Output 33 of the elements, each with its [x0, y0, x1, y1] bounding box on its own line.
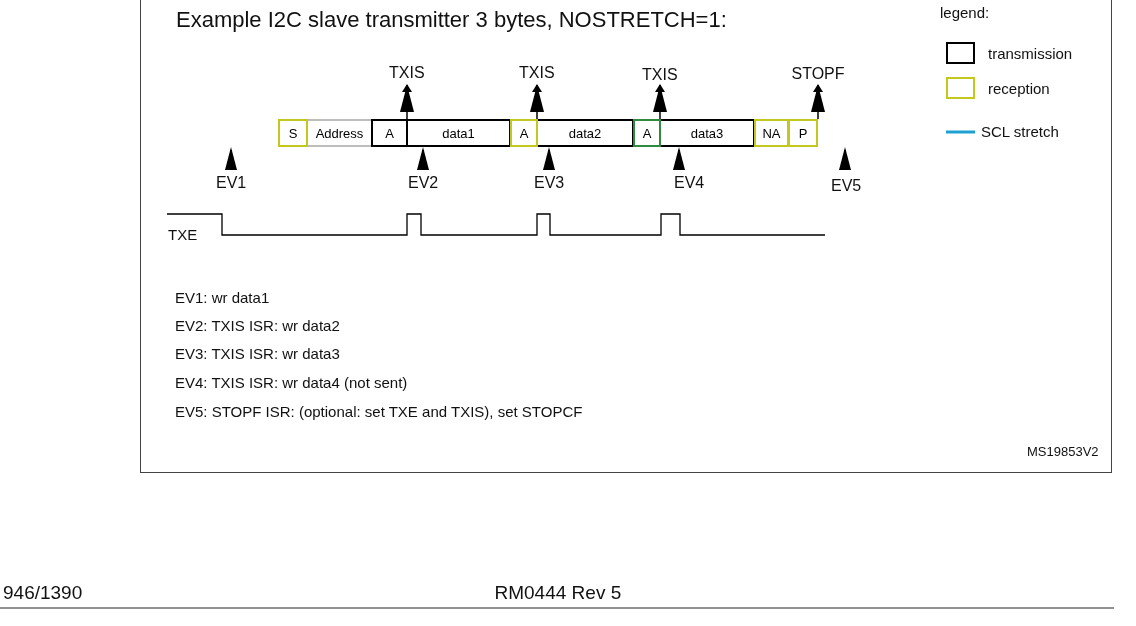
event-label: EV5 — [831, 177, 862, 195]
frame-field: S — [278, 119, 308, 147]
flag-label: TXIS — [389, 64, 425, 82]
frame-field: A — [510, 119, 538, 147]
note: EV2: TXIS ISR: wr data2 — [175, 316, 340, 334]
frame-field: A — [633, 119, 661, 147]
legend-label: reception — [988, 79, 1050, 97]
page-number: 946/1390 — [3, 582, 83, 604]
frame-field: data2 — [536, 119, 634, 147]
note: EV1: wr data1 — [175, 288, 270, 306]
figure-id: MS19853V2 — [1027, 443, 1099, 459]
document-id: RM0444 Rev 5 — [494, 582, 622, 604]
flag-label: STOPF — [791, 65, 845, 83]
note: EV5: STOPF ISR: (optional: set TXE and TXIS), set STOPCF — [175, 402, 583, 420]
legend-heading: legend: — [940, 3, 990, 21]
signal-name: TXE — [168, 225, 198, 243]
figure-title: Example I2C slave transmitter 3 bytes, NOSTRETCH=1: — [176, 7, 727, 33]
event-label: EV4 — [674, 174, 705, 192]
frame-field: Address — [306, 119, 373, 147]
frame-field: P — [788, 119, 818, 147]
note: EV4: TXIS ISR: wr data4 (not sent) — [175, 373, 408, 391]
event-label: EV3 — [534, 174, 565, 192]
frame-field: NA — [754, 119, 789, 147]
frame-field: A — [371, 119, 408, 147]
note: EV3: TXIS ISR: wr data3 — [175, 344, 340, 362]
legend-label: SCL stretch — [981, 122, 1059, 140]
event-label: EV2 — [408, 174, 439, 192]
frame-field: data3 — [659, 119, 755, 147]
event-label: EV1 — [216, 174, 247, 192]
flag-label: TXIS — [519, 64, 555, 82]
flag-label: TXIS — [642, 66, 678, 84]
frame-field: data1 — [406, 119, 511, 147]
legend-label: transmission — [988, 44, 1073, 62]
